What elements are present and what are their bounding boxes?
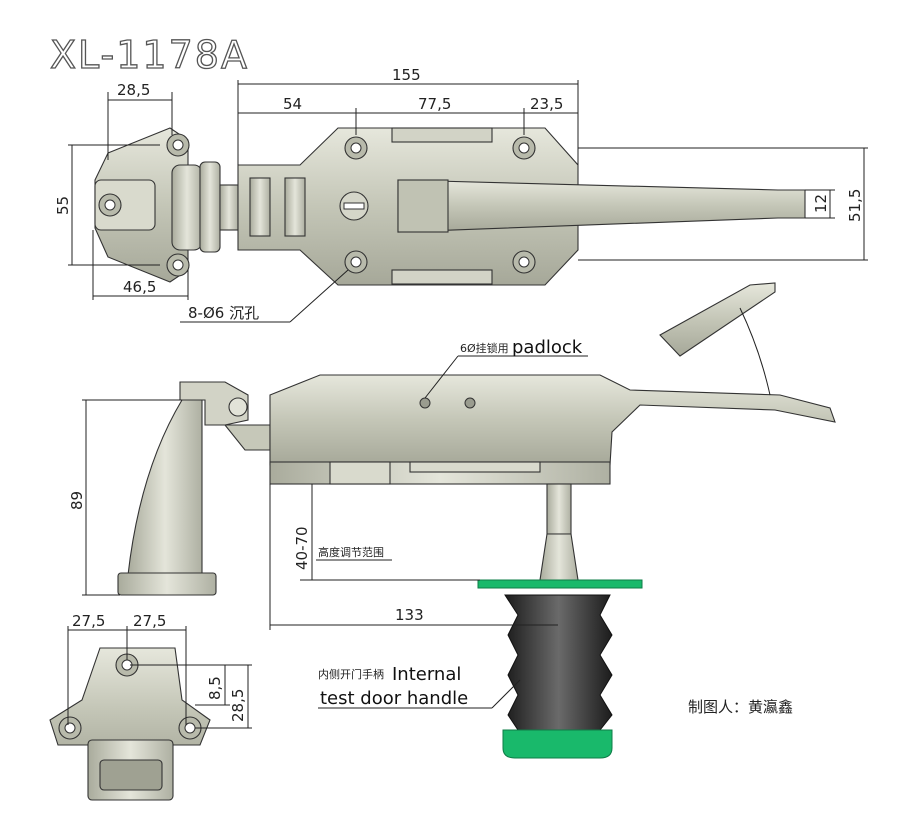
dim-8-5: 8,5 <box>206 676 224 700</box>
dim-28-5-top: 28,5 <box>117 81 150 99</box>
dim-23-5: 23,5 <box>530 95 563 113</box>
top-view: 28,5 155 54 77,5 23,5 55 46,5 51,5 12 8-… <box>54 66 868 323</box>
rubber-bellows <box>504 594 613 731</box>
adjust-note: 高度调节范围 <box>318 545 384 559</box>
side-view: 89 40-70 高度调节范围 133 6Ø挂锁用 padlock 内侧开门手柄… <box>68 282 836 759</box>
hinge-knuckle <box>171 164 203 251</box>
dim-40-70: 40-70 <box>293 526 311 570</box>
drafter-note: 制图人：黄瀛鑫 <box>688 698 793 716</box>
handle-note-en-1: Internal <box>392 664 461 685</box>
drawing-title: XL-1178A <box>50 33 249 77</box>
hinge-block <box>94 179 156 231</box>
front-view: 27,5 27,5 8,5 28,5 <box>49 612 252 801</box>
dim-155: 155 <box>392 66 421 84</box>
dim-28-5-front: 28,5 <box>229 689 247 722</box>
handle-note-cn: 内侧开门手柄 <box>318 667 384 681</box>
dim-51-5: 51,5 <box>846 189 864 222</box>
dim-27-5-right: 27,5 <box>133 612 166 630</box>
holes-note: 8-Ø6 沉孔 <box>188 304 259 322</box>
dim-55: 55 <box>54 196 72 215</box>
latch-body <box>269 374 836 466</box>
green-knob <box>502 729 613 759</box>
handle-note-en-2: test door handle <box>320 688 468 709</box>
dim-89: 89 <box>68 491 86 510</box>
dim-27-5-left: 27,5 <box>72 612 105 630</box>
dim-77-5: 77,5 <box>418 95 451 113</box>
handle-lever <box>397 179 806 233</box>
hinge-column <box>127 399 203 576</box>
padlock-note-cn: 6Ø挂锁用 <box>460 341 509 355</box>
padlock-note-en: padlock <box>512 337 583 358</box>
handle-shaft <box>546 483 572 535</box>
green-plate <box>477 579 643 589</box>
dim-54: 54 <box>283 95 302 113</box>
dim-133: 133 <box>395 606 424 624</box>
lever-raised <box>659 282 776 357</box>
dim-46-5: 46,5 <box>123 278 156 296</box>
dim-12: 12 <box>812 194 830 213</box>
